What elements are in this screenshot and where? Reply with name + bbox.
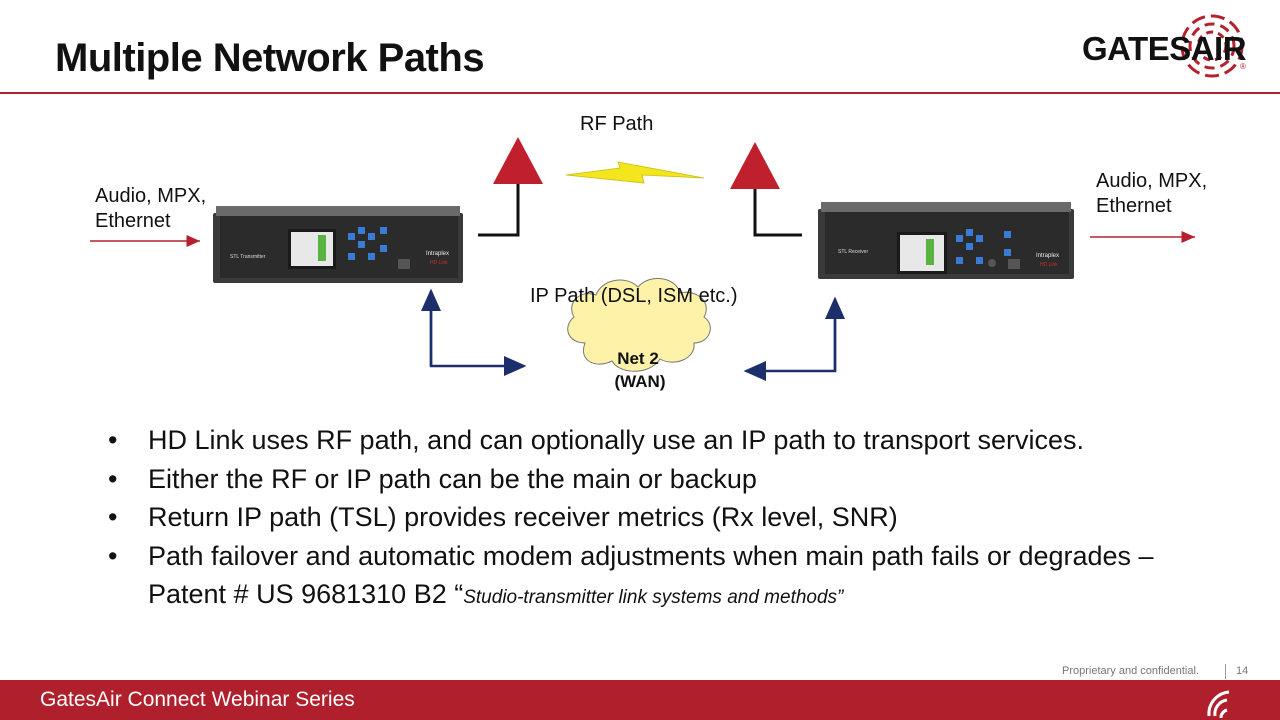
page-number: 14 — [1236, 665, 1249, 677]
bullet-item: • Return IP path (TSL) provides receiver… — [108, 498, 1228, 537]
broadcast-arcs-icon — [1207, 690, 1230, 719]
output-label-line1: Audio, MPX, — [1096, 170, 1208, 192]
input-label-line1: Audio, MPX, — [95, 185, 207, 207]
tx-antenna — [478, 137, 543, 237]
lightning-bolt-icon — [565, 161, 705, 184]
network-diagram: STL Transmitter Intraplex HD Link STL Re… — [0, 95, 1280, 425]
diagram-graphics: STL Transmitter Intraplex HD Link STL Re… — [90, 137, 1195, 391]
svg-text:Intraplex: Intraplex — [1036, 253, 1059, 259]
bullet-text: Path failover and automatic modem adjust… — [148, 540, 1154, 610]
bullet-marker: • — [108, 502, 118, 532]
bullet-item: • Either the RF or IP path can be the ma… — [108, 460, 1228, 499]
logo-trademark: ® — [1240, 62, 1246, 71]
ip-arrow-right — [743, 303, 837, 381]
rf-path-label: RF Path — [580, 113, 654, 135]
logo-arcs-icon — [1180, 14, 1244, 78]
bullet-item: • HD Link uses RF path, and can optional… — [108, 421, 1228, 460]
bullet-marker: • — [108, 425, 118, 455]
rx-antenna — [730, 142, 802, 237]
bullet-text: HD Link uses RF path, and can optionally… — [148, 425, 1085, 455]
bullet-text: Return IP path (TSL) provides receiver m… — [148, 502, 898, 532]
svg-text:STL Transmitter: STL Transmitter — [230, 254, 266, 260]
stl-receiver-unit: STL Receiver Intraplex HD Link — [818, 202, 1074, 279]
logo-wordmark: GATESAIR — [1082, 30, 1247, 67]
title-divider — [0, 92, 1280, 94]
wan-cloud: Net 2 (WAN) — [567, 278, 711, 391]
cloud-label-wan: (WAN) — [615, 372, 666, 391]
patent-title: Studio-transmitter link systems and meth… — [463, 587, 844, 608]
bullet-list: • HD Link uses RF path, and can optional… — [108, 421, 1228, 618]
ip-arrow-left — [429, 295, 527, 376]
series-title: GatesAir Connect Webinar Series — [40, 688, 355, 711]
cloud-label-net2: Net 2 — [617, 349, 659, 368]
bullet-marker: • — [108, 463, 118, 494]
svg-text:HD Link: HD Link — [430, 260, 448, 266]
svg-text:HD Link: HD Link — [1040, 262, 1058, 268]
svg-text:Intraplex: Intraplex — [426, 251, 449, 257]
confidential-notice: Proprietary and confidential. — [1062, 665, 1199, 677]
ip-path-label: IP Path (DSL, ISM etc.) — [530, 285, 738, 307]
bullet-text: Either the RF or IP path can be the main… — [148, 463, 757, 494]
stl-transmitter-unit: STL Transmitter Intraplex HD Link — [213, 206, 463, 283]
slide-title: Multiple Network Paths — [55, 36, 485, 80]
svg-text:STL Receiver: STL Receiver — [838, 249, 868, 255]
gatesair-logo: GATESAIR ® — [1082, 8, 1252, 88]
output-label-line2: Ethernet — [1096, 195, 1172, 217]
footer-bar: GatesAir Connect Webinar Series — [0, 680, 1280, 720]
footer-separator — [1225, 664, 1226, 679]
bullet-item: • Path failover and automatic modem adju… — [108, 537, 1228, 618]
input-label-line2: Ethernet — [95, 210, 171, 232]
bullet-marker: • — [108, 540, 118, 571]
